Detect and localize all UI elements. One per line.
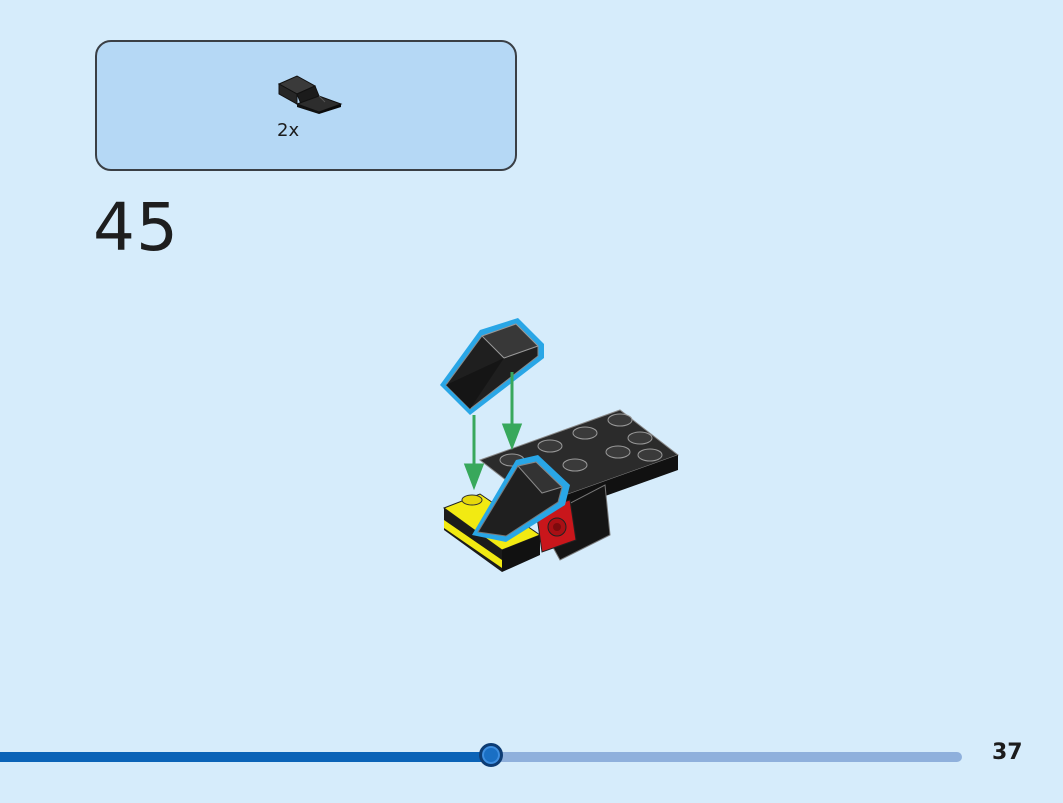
progress-marker xyxy=(479,743,503,767)
floating-slope-brick xyxy=(440,318,544,415)
part-quantity: 2x xyxy=(277,120,300,141)
step-number: 45 xyxy=(93,189,179,266)
black-slope-brick-icon xyxy=(277,75,343,114)
placement-arrows xyxy=(463,372,523,491)
page-number: 37 xyxy=(992,740,1023,765)
build-step-illustration xyxy=(440,318,680,572)
parts-callout: 2x xyxy=(95,40,517,171)
placed-slope-brick xyxy=(472,455,570,542)
progress-bar-fill xyxy=(0,752,491,762)
